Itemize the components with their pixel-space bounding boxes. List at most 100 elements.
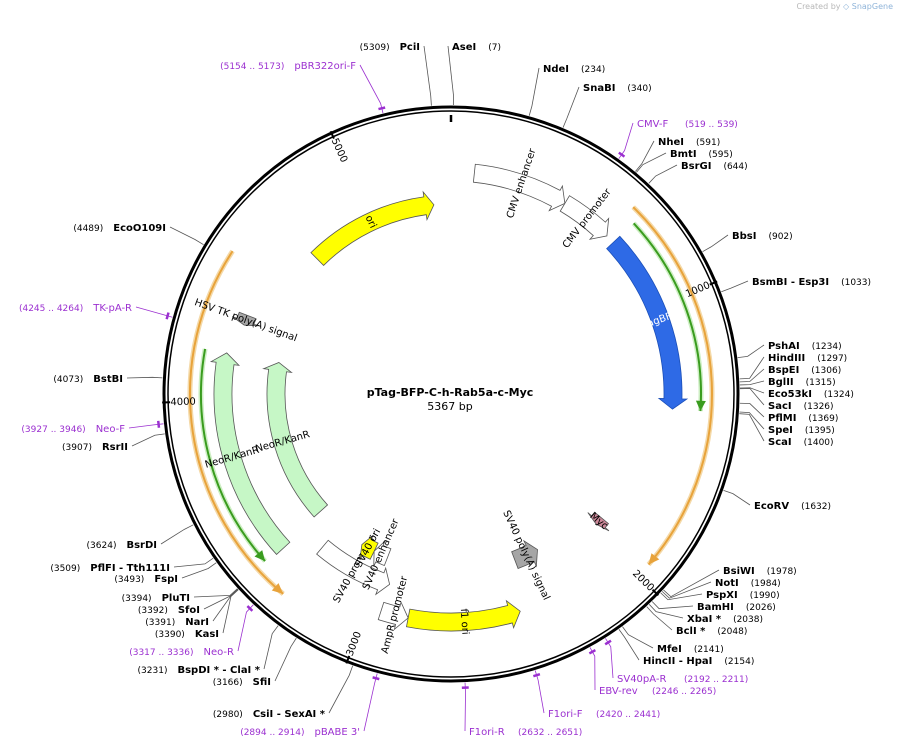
primer-position-f1ori-f: (2420 .. 2441) xyxy=(596,710,660,720)
site-position-ecoo109i: (4489) xyxy=(73,224,103,234)
primer-name-pbabe-3: pBABE 3' xyxy=(314,727,360,738)
tick-mark-1000 xyxy=(709,280,718,286)
site-name-bsrgi: BsrGI xyxy=(681,161,711,172)
site-position-sfoi: (3392) xyxy=(138,606,168,616)
site-line-pshai xyxy=(737,344,765,359)
site-position-sfii: (3166) xyxy=(213,678,243,688)
orf-line-1-arrowhead xyxy=(271,583,284,594)
primer-name-pbr322ori-f: pBR322ori-F xyxy=(294,61,356,72)
orf-line-0 xyxy=(632,206,713,566)
site-line-bsmbi-esp3i xyxy=(721,280,749,293)
site-line-rsrii xyxy=(131,433,165,447)
site-position-mfei: (2141) xyxy=(694,645,724,655)
primer-mark-ebv-rev xyxy=(588,649,596,655)
site-line-mfei xyxy=(622,626,654,649)
site-name-bmti: BmtI xyxy=(670,149,697,160)
site-position-bsmbi-esp3i: (1033) xyxy=(841,278,871,288)
primer-line-pbr322ori-f xyxy=(359,64,384,114)
primer-line-pbabe-3 xyxy=(363,673,378,732)
site-line-fspi xyxy=(181,562,217,579)
site-line-bamhi xyxy=(651,601,694,610)
primer-position-ebv-rev: (2246 .. 2265) xyxy=(652,687,716,697)
site-line-pcii xyxy=(423,45,432,106)
site-line-bspdi-clai xyxy=(263,625,279,670)
feature-sv40-promoter xyxy=(316,539,391,596)
label-connector-lines xyxy=(126,45,765,732)
site-position-csii-sexai: (2980) xyxy=(213,710,243,720)
site-position-pluti: (3394) xyxy=(122,594,152,604)
tick-label-5000: 5000 xyxy=(329,137,350,165)
inner-orf-line-1 xyxy=(200,348,266,562)
plasmid-size: 5367 bp xyxy=(427,400,473,413)
site-name-bamhi: BamHI xyxy=(697,602,734,613)
site-name-eco53ki: Eco53kI xyxy=(768,389,812,400)
primer-name-cmv-f: CMV-F xyxy=(637,119,668,130)
feature-label-f1-ori: f1 ori xyxy=(458,608,471,635)
site-position-pshai: (1234) xyxy=(812,342,842,352)
site-labels: PciI(5309)AseI(7)NdeI(234)SnaBI(340)NheI… xyxy=(19,42,871,738)
primer-name-f1ori-r: F1ori-R xyxy=(469,727,505,738)
site-name-ndei: NdeI xyxy=(543,64,569,75)
feature-hsv-tk-polya xyxy=(232,311,259,327)
brand-name: SnapGene xyxy=(851,2,893,11)
site-line-ndei xyxy=(528,67,540,116)
site-name-noti: NotI xyxy=(715,578,739,589)
primer-position-tk-pa-r: (4245 .. 4264) xyxy=(19,304,83,314)
tick-mark-2000 xyxy=(651,589,660,597)
site-position-spei: (1395) xyxy=(805,426,835,436)
site-name-spei: SpeI xyxy=(768,425,793,436)
backbone-inner-ring xyxy=(167,110,735,678)
tick-label-2000: 2000 xyxy=(630,568,656,594)
site-line-snabi xyxy=(562,86,580,128)
primer-position-neo-r: (3317 .. 3336) xyxy=(129,648,193,658)
primer-mark-neo-r xyxy=(246,605,254,612)
site-position-noti: (1984) xyxy=(751,579,781,589)
primer-mark-pbr322ori-f xyxy=(378,106,386,111)
site-position-hindiii: (1297) xyxy=(817,354,847,364)
site-position-bglii: (1315) xyxy=(806,378,836,388)
primer-mark-f1ori-f xyxy=(532,673,541,678)
orf-line-1 xyxy=(189,250,284,595)
site-name-bstbi: BstBI xyxy=(93,374,123,385)
primer-position-pbr322ori-f: (5154 .. 5173) xyxy=(220,62,284,72)
primer-line-neo-f xyxy=(128,423,164,429)
site-line-sfii xyxy=(274,637,297,682)
backbone-outer-ring xyxy=(162,105,740,683)
feature-tagbfp xyxy=(606,235,689,410)
site-line-ecoo109i xyxy=(169,226,204,246)
site-name-bglii: BglII xyxy=(768,377,794,388)
site-line-pluti xyxy=(193,588,238,598)
site-line-bstbi xyxy=(126,376,163,379)
primer-position-pbabe-3: (2894 .. 2914) xyxy=(240,728,304,738)
site-name-pluti: PluTI xyxy=(162,593,190,604)
site-line-bbsi xyxy=(702,234,729,253)
site-name-saci: SacI xyxy=(768,401,792,412)
tick-label-4000: 4000 xyxy=(170,397,196,409)
feature-sv40-enhancer xyxy=(373,540,392,567)
feature-f1-ori xyxy=(405,599,521,632)
site-line-nari xyxy=(212,589,239,622)
site-name-bbsi: BbsI xyxy=(732,231,756,242)
tick-label-3000: 3000 xyxy=(345,630,364,658)
primer-mark-cmv-f xyxy=(618,151,626,158)
site-name-bsiwi: BsiWI xyxy=(723,566,755,577)
site-name-asei: AseI xyxy=(452,42,476,53)
site-name-kasi: KasI xyxy=(195,629,219,640)
site-name-csii-sexai: CsiI - SexAI * xyxy=(253,709,326,720)
site-position-bsrdi: (3624) xyxy=(87,541,117,551)
site-line-sfoi xyxy=(203,588,239,610)
primer-line-f1ori-f xyxy=(534,670,545,714)
site-name-snabi: SnaBI xyxy=(583,83,615,94)
primer-line-ebv-rev xyxy=(589,647,596,691)
site-name-nari: NarI xyxy=(185,617,209,628)
site-name-bsmbi-esp3i: BsmBI - Esp3I xyxy=(752,277,829,288)
primer-name-neo-r: Neo-R xyxy=(204,647,235,658)
site-name-sfoi: SfoI xyxy=(178,605,200,616)
site-position-bsiwi: (1978) xyxy=(767,567,797,577)
site-line-ecorv xyxy=(723,489,751,506)
site-name-bspei: BspEI xyxy=(768,365,799,376)
plasmid-name: pTag-BFP-C-h-Rab5a-c-Myc xyxy=(366,386,534,399)
site-name-sfii: SfiI xyxy=(253,677,271,688)
site-line-bcli xyxy=(646,606,673,631)
